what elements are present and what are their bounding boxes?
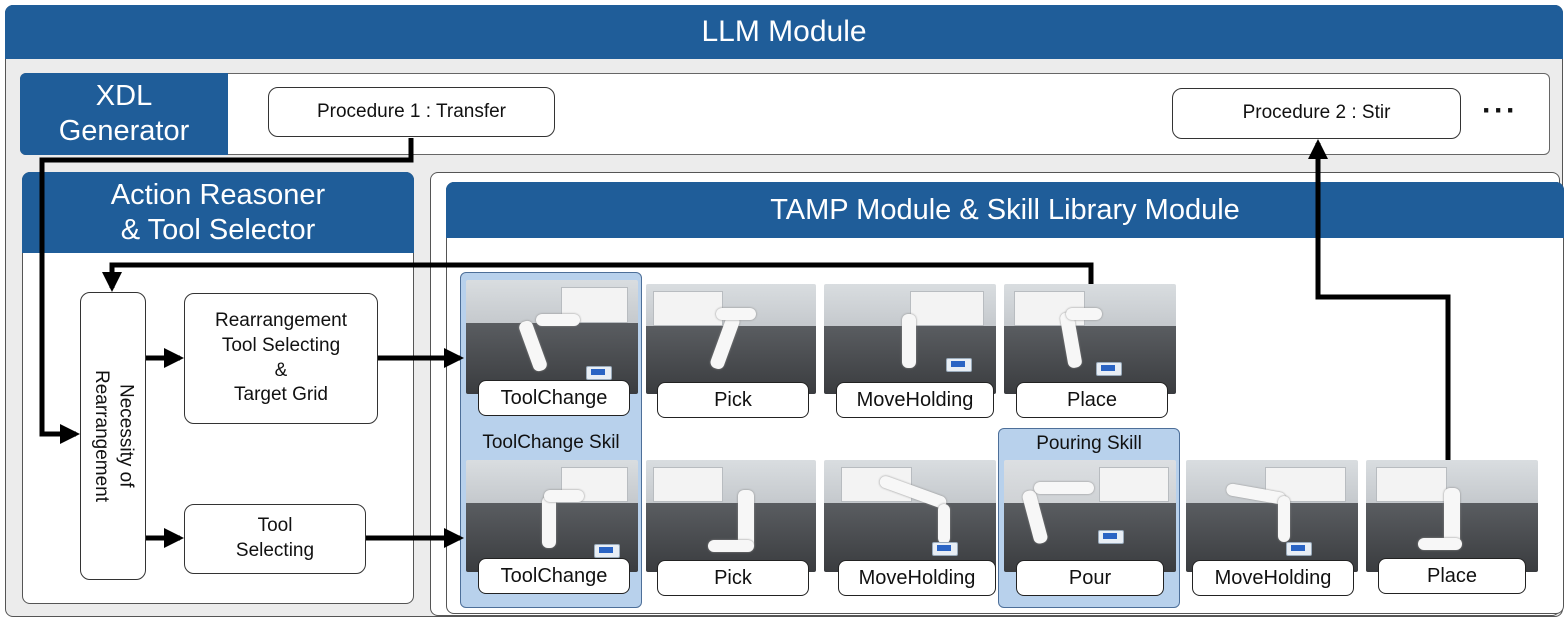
row1-image-toolchange	[466, 280, 638, 394]
tamp-header: TAMP Module & Skill Library Module	[446, 182, 1564, 238]
xdl-title-line2: Generator	[58, 115, 190, 147]
procedure-2-box: Procedure 2 : Stir	[1172, 88, 1461, 139]
row2-image-place	[1366, 460, 1538, 572]
procedure-2-label: Procedure 2 : Stir	[1242, 102, 1391, 124]
row2-label-moveholding: MoveHolding	[838, 560, 996, 596]
row2-label-pick: Pick	[657, 560, 809, 596]
row2-image-moveholding	[824, 460, 996, 572]
llm-module-title: LLM Module	[701, 15, 867, 48]
row2-label-moveholding-2: MoveHolding	[1192, 560, 1354, 596]
row2-image-pick	[646, 460, 816, 572]
row1-image-place	[1004, 284, 1176, 394]
procedure-1-box: Procedure 1 : Transfer	[268, 87, 555, 137]
rearrangement-line1: Rearrangement	[214, 310, 348, 332]
row1-image-pick	[646, 284, 816, 394]
necessity-line2: Rearrangement	[91, 369, 112, 503]
row1-label-place: Place	[1016, 382, 1168, 418]
xdl-generator-header: XDL Generator	[20, 73, 228, 155]
procedure-1-label: Procedure 1 : Transfer	[316, 100, 507, 122]
necessity-line1: Necessity of	[115, 384, 137, 488]
toolchange-group-label: ToolChange Skil	[482, 432, 620, 453]
row1-label-toolchange: ToolChange	[478, 380, 630, 416]
rearrangement-line2: Tool Selecting	[221, 334, 341, 356]
tool-selecting-box: Tool Selecting	[184, 504, 366, 574]
row1-image-moveholding	[824, 284, 996, 394]
row2-label-pour: Pour	[1016, 560, 1164, 596]
more-procedures-ellipsis: ···	[1482, 94, 1518, 127]
tool-selecting-line1: Tool	[257, 515, 293, 537]
row2-image-pour	[1004, 460, 1176, 572]
llm-module-header: LLM Module	[5, 5, 1563, 59]
row1-label-pick: Pick	[657, 382, 809, 418]
necessity-box: Necessity of Rearrangement	[80, 292, 146, 580]
action-reasoner-title-line1: Action Reasoner	[110, 178, 326, 211]
action-reasoner-title-line2: & Tool Selector	[120, 213, 316, 246]
row2-label-toolchange: ToolChange	[478, 558, 630, 594]
row2-image-toolchange	[466, 460, 638, 572]
row2-image-moveholding-2	[1186, 460, 1358, 572]
tamp-title: TAMP Module & Skill Library Module	[770, 193, 1240, 226]
row1-label-moveholding: MoveHolding	[836, 382, 994, 418]
row2-label-place: Place	[1378, 558, 1526, 594]
tool-selecting-line2: Selecting	[235, 540, 315, 561]
rearrangement-line4: Target Grid	[234, 384, 328, 406]
rearrangement-line3: &	[274, 359, 288, 381]
rearrangement-box: Rearrangement Tool Selecting & Target Gr…	[184, 293, 378, 424]
pouring-group-label: Pouring Skill	[1036, 433, 1142, 454]
action-reasoner-header: Action Reasoner & Tool Selector	[22, 172, 414, 253]
necessity-label: Necessity of Rearrangement	[88, 370, 137, 502]
xdl-title-line1: XDL	[95, 80, 153, 113]
